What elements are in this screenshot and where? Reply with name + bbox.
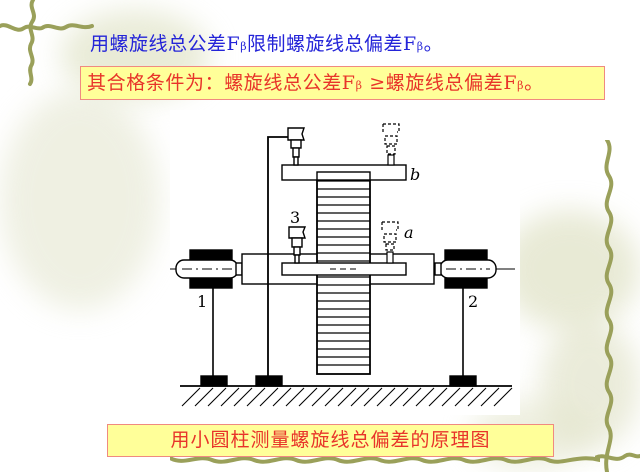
indicator-stand [267, 136, 288, 376]
foot-2 [449, 375, 477, 387]
condition-box: 其合格条件为：螺旋线总公差Fβ ≥螺旋线总偏差Fβ。 [80, 66, 605, 100]
label-support-1: 1 [197, 292, 207, 311]
foot-1 [200, 375, 228, 387]
condition-text-2: ≥螺旋线总偏差F [362, 72, 518, 94]
background-foliage [500, 210, 640, 330]
title-text-2: 限制螺旋线总偏差F [247, 33, 417, 55]
background-foliage [0, 90, 160, 310]
condition-subscript-1: β [355, 79, 363, 92]
center-left [235, 262, 243, 276]
label-position-a: a [404, 223, 414, 242]
measurement-principle-diagram: 1 2 3 a b [170, 110, 520, 415]
label-support-2: 2 [468, 292, 478, 311]
condition-text-3: 。 [524, 72, 544, 94]
title-text-1: 用螺旋线总公差F [90, 33, 241, 55]
ground-hatching [181, 387, 513, 407]
foot-stand [255, 375, 283, 387]
vine-decoration-right [595, 140, 640, 472]
gear-teeth [317, 180, 370, 366]
vine-decoration-top-left [0, 0, 94, 86]
label-indicator-3: 3 [290, 208, 300, 227]
vine-decoration-bottom [170, 456, 600, 464]
title-subscript-2: β [416, 40, 424, 53]
condition-text-1: 其合格条件为：螺旋线总公差F [87, 72, 356, 94]
slide-title: 用螺旋线总公差Fβ限制螺旋线总偏差Fβ。 [90, 29, 443, 56]
label-position-b: b [410, 165, 420, 184]
diagram-figure: 1 2 3 a b [170, 123, 515, 407]
title-text-3: 。 [423, 33, 444, 55]
title-subscript-1: β [240, 40, 248, 53]
center-right [434, 262, 442, 276]
figure-caption: 用小圆柱测量螺旋线总偏差的原理图 [107, 424, 554, 457]
condition-subscript-2: β [517, 79, 525, 92]
